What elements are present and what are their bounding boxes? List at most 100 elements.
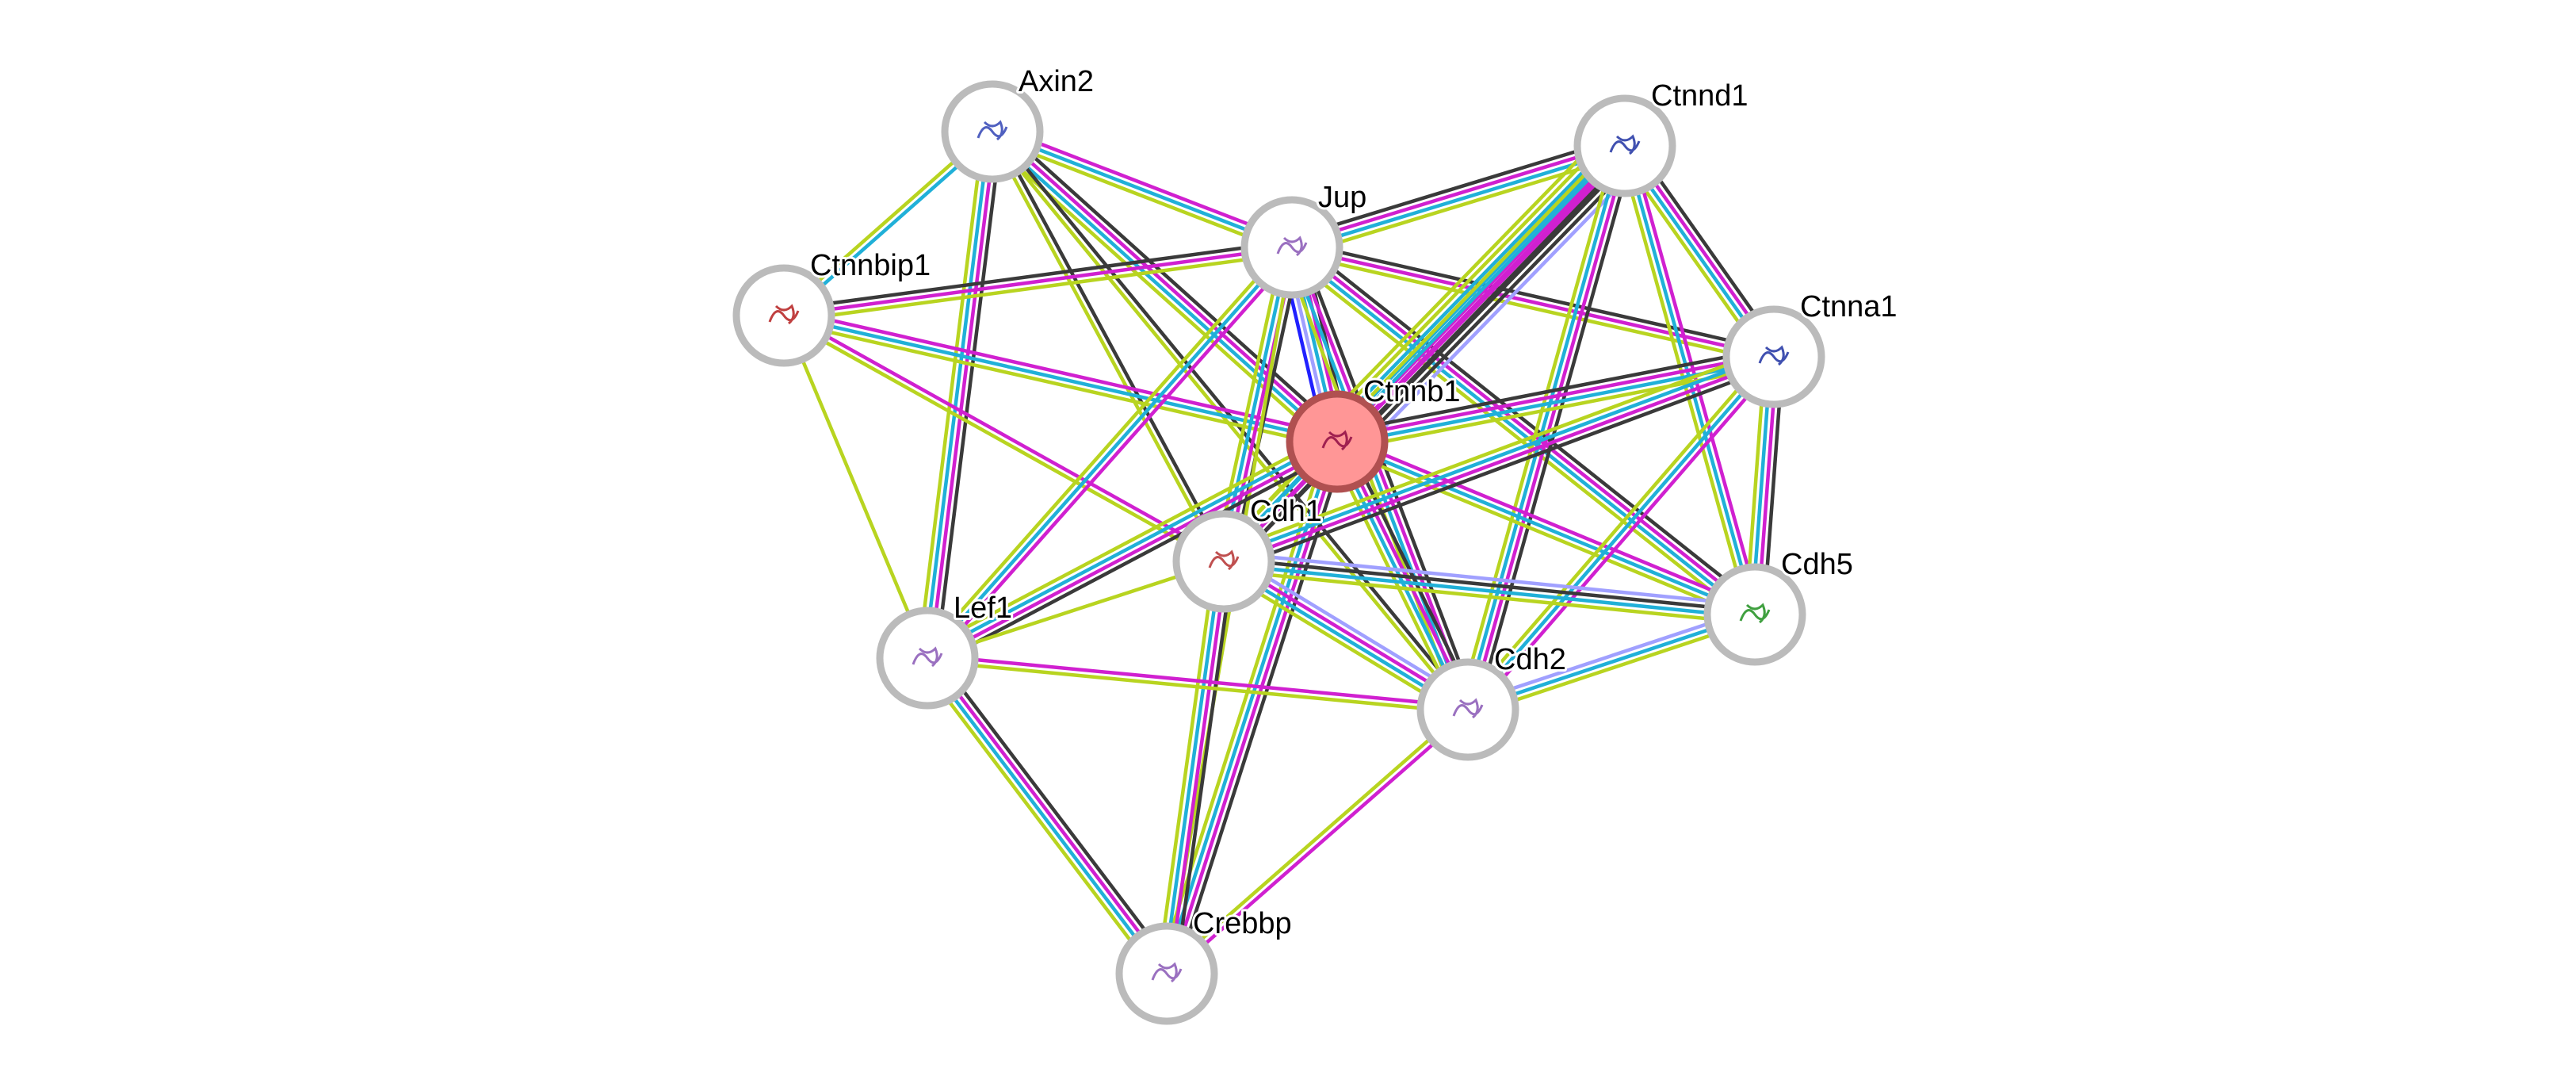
- evidence-line-m: [1336, 352, 1774, 441]
- protein-structure-icon: [1276, 235, 1308, 257]
- edge-lef1-crebbp[interactable]: [919, 651, 1175, 981]
- evidence-line-y: [1323, 132, 1614, 431]
- edge-ctnnb1-lef1[interactable]: [922, 432, 1343, 668]
- evidence-line-k: [782, 239, 1292, 312]
- evidence-line-m: [1292, 243, 1758, 614]
- evidence-line-y: [784, 251, 1294, 323]
- evidence-line-m: [1167, 710, 1471, 978]
- evidence-line-m: [1290, 141, 1625, 247]
- node-ctnnbip1[interactable]: Ctnnbip1: [732, 247, 933, 367]
- protein-structure-icon: [768, 304, 800, 325]
- protein-structure-icon: [1151, 962, 1183, 983]
- node-ctnnb1[interactable]: Ctnnb1: [1286, 373, 1463, 493]
- edge-ctnnbip1-cdh1[interactable]: [782, 311, 1226, 566]
- evidence-line-k: [1298, 243, 1478, 707]
- node-ctnna1[interactable]: Ctnna1: [1722, 288, 1900, 408]
- evidence-line-y: [1222, 568, 1755, 626]
- evidence-line-c: [1327, 136, 1618, 435]
- evidence-line-y: [1285, 253, 1751, 623]
- evidence-line-c: [925, 437, 1337, 657]
- edge-cdh1-lef1[interactable]: [927, 559, 1225, 660]
- edge-jup-ctnna1[interactable]: [1290, 239, 1776, 365]
- node-label: Ctnnb1: [1363, 375, 1461, 408]
- evidence-line-c: [1463, 144, 1624, 710]
- edge-ctnna1-cdh1[interactable]: [1220, 346, 1778, 572]
- evidence-line-c: [923, 658, 1166, 977]
- evidence-line-k: [1230, 248, 1303, 564]
- evidence-line-m: [1629, 144, 1763, 614]
- edge-cdh2-crebbp[interactable]: [1164, 706, 1471, 978]
- node-ctnnd1[interactable]: Ctnnd1: [1573, 77, 1751, 197]
- node-cdh5[interactable]: Cdh5: [1703, 546, 1856, 666]
- edge-ctnnd1-cdh2[interactable]: [1457, 143, 1636, 713]
- evidence-line-y: [1457, 143, 1619, 708]
- edge-axin2-lef1[interactable]: [916, 130, 1003, 660]
- evidence-line-m: [930, 250, 1298, 664]
- evidence-line-k: [1224, 557, 1756, 614]
- edge-ctnnbip1-jup[interactable]: [782, 239, 1294, 323]
- evidence-line-k: [1289, 136, 1623, 241]
- edge-jup-cdh5[interactable]: [1285, 239, 1762, 623]
- evidence-line-c: [923, 131, 992, 658]
- evidence-line-k: [997, 123, 1345, 437]
- evidence-line-y: [1318, 128, 1610, 427]
- edge-cdh1-crebbp[interactable]: [1156, 560, 1235, 975]
- protein-structure-icon: [977, 120, 1008, 141]
- evidence-line-k: [1173, 443, 1347, 978]
- evidence-line-y: [916, 130, 986, 657]
- evidence-line-h: [1224, 550, 1756, 608]
- node-label: Cdh2: [1494, 643, 1566, 676]
- evidence-line-m: [927, 653, 1469, 709]
- edge-ctnna1-cdh2[interactable]: [1462, 351, 1780, 715]
- node-label: Ctnnbip1: [810, 249, 931, 282]
- edge-ctnnb1-cdh5[interactable]: [1334, 434, 1758, 622]
- protein-structure-icon: [1321, 430, 1353, 451]
- evidence-line-m: [1470, 359, 1780, 715]
- evidence-line-k: [934, 132, 1003, 660]
- evidence-line-y: [927, 559, 1225, 660]
- edge-cdh1-cdh5[interactable]: [1222, 550, 1756, 626]
- evidence-line-c: [992, 129, 1293, 250]
- node-label: Ctnnd1: [1651, 79, 1749, 113]
- evidence-line-c: [1221, 352, 1774, 561]
- node-label: Lef1: [954, 591, 1012, 625]
- evidence-line-h: [1352, 161, 1644, 460]
- edge-axin2-cdh1[interactable]: [988, 129, 1229, 564]
- edge-ctnnbip1-lef1[interactable]: [782, 315, 930, 659]
- protein-structure-icon: [912, 646, 943, 668]
- evidence-line-y: [782, 315, 930, 659]
- evidence-line-y: [927, 659, 1468, 714]
- evidence-line-k: [993, 129, 1229, 561]
- node-crebbp[interactable]: Crebbp: [1115, 905, 1294, 1025]
- edge-lef1-cdh2[interactable]: [927, 653, 1469, 714]
- evidence-line-c: [1466, 355, 1775, 711]
- evidence-line-y: [919, 662, 1161, 981]
- evidence-line-k: [1335, 346, 1773, 435]
- evidence-line-k: [1226, 363, 1778, 572]
- protein-structure-icon: [1452, 698, 1484, 719]
- node-cdh1[interactable]: Cdh1: [1172, 492, 1324, 613]
- evidence-line-y: [1220, 346, 1771, 555]
- edge-axin2-ctnnb1[interactable]: [984, 123, 1345, 450]
- evidence-line-c: [926, 246, 1294, 660]
- evidence-line-y: [989, 135, 1291, 255]
- evidence-line-m: [993, 124, 1295, 244]
- node-jup[interactable]: Jup: [1240, 178, 1369, 299]
- node-axin2[interactable]: Axin2: [941, 63, 1096, 183]
- node-cdh2[interactable]: Cdh2: [1416, 641, 1569, 761]
- evidence-line-m: [927, 442, 1340, 663]
- evidence-line-m: [1339, 434, 1758, 611]
- node-lef1[interactable]: Lef1: [876, 589, 1015, 710]
- evidence-line-c: [1289, 248, 1755, 618]
- edge-jup-lef1[interactable]: [921, 242, 1298, 664]
- evidence-line-c: [1162, 561, 1223, 974]
- evidence-line-k: [933, 651, 1175, 970]
- edge-axin2-jup[interactable]: [989, 124, 1295, 255]
- evidence-line-y: [782, 316, 1224, 566]
- protein-structure-icon: [1609, 134, 1641, 155]
- evidence-line-y: [921, 242, 1290, 656]
- protein-structure-icon: [1758, 345, 1790, 366]
- evidence-line-k: [1173, 562, 1235, 975]
- evidence-line-k: [1293, 239, 1776, 353]
